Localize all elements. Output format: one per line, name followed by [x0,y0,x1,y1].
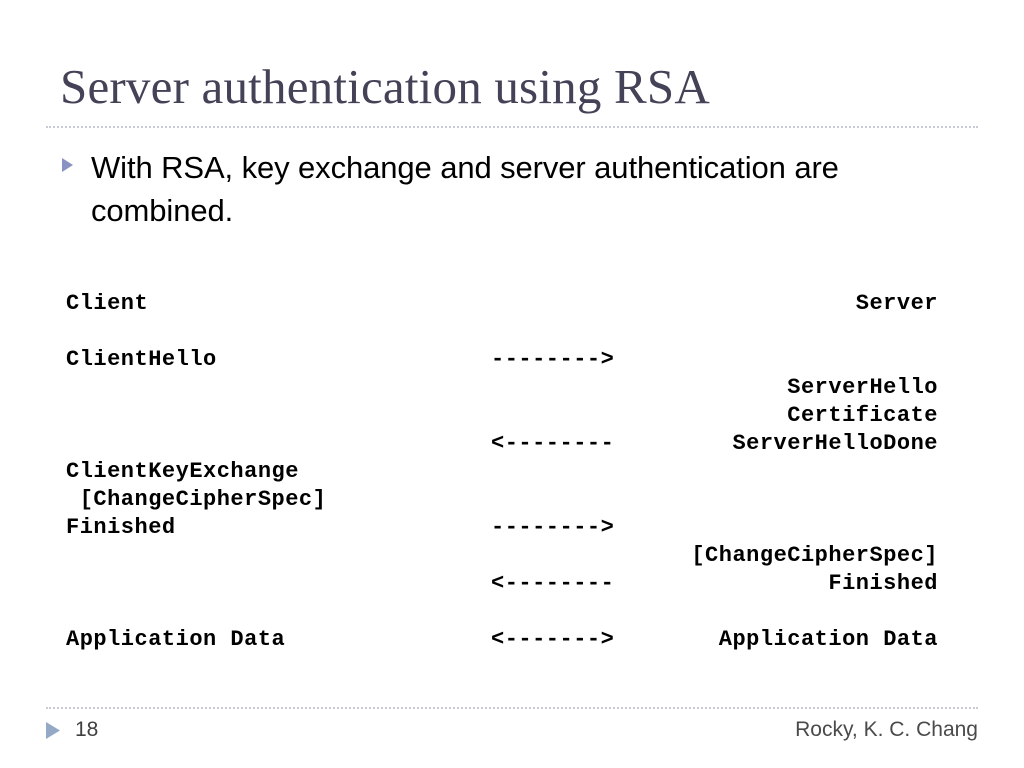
diagram-row: Application Data <-------> Application D… [66,626,938,654]
client-column-cell: Application Data [66,627,286,652]
server-column-cell: Application Data [718,627,938,652]
client-column-cell: Finished [66,515,176,540]
footer-divider [46,707,978,709]
slide-footer: 18 Rocky, K. C. Chang [46,715,978,749]
server-column-cell: Server [855,291,938,316]
title-divider [46,126,978,128]
handshake-flow-diagram: Client Server ClientHello --------> Serv… [66,290,938,654]
diagram-row [66,318,938,346]
server-column-cell: ServerHello [787,375,938,400]
client-column-cell: Client [66,291,149,316]
triangle-right-icon [62,158,73,172]
page-title: Server authentication using RSA [60,59,710,114]
page-number: 18 [75,718,99,741]
server-column-cell: ServerHelloDone [732,431,938,456]
arrow-column-cell: --------> [491,347,615,372]
diagram-row: [ChangeCipherSpec] [66,542,938,570]
footer-page-group: 18 [46,715,98,745]
triangle-right-icon [46,721,60,739]
diagram-row: Certificate [66,402,938,430]
client-column-cell: ClientHello [66,347,217,372]
diagram-row: Finished --------> [66,514,938,542]
arrow-column-cell: <-------> [491,627,615,652]
diagram-row: [ChangeCipherSpec] [66,486,938,514]
diagram-row: ServerHello [66,374,938,402]
footer-author: Rocky, K. C. Chang [795,718,978,741]
bullet-list-item: With RSA, key exchange and server authen… [62,146,962,232]
arrow-column-cell: <-------- [491,431,615,456]
arrow-column-cell: --------> [491,515,615,540]
diagram-row: <-------- ServerHelloDone [66,430,938,458]
diagram-row: ClientHello --------> [66,346,938,374]
server-column-cell: Finished [828,571,938,596]
bullet-text: With RSA, key exchange and server authen… [91,150,839,228]
diagram-row: <-------- Finished [66,570,938,598]
diagram-row: ClientKeyExchange [66,458,938,486]
diagram-row: Client Server [66,290,938,318]
server-column-cell: Certificate [787,403,938,428]
client-column-cell: [ChangeCipherSpec] [66,487,327,512]
server-column-cell: [ChangeCipherSpec] [691,543,938,568]
client-column-cell: ClientKeyExchange [66,459,299,484]
arrow-column-cell: <-------- [491,571,615,596]
diagram-row [66,598,938,626]
